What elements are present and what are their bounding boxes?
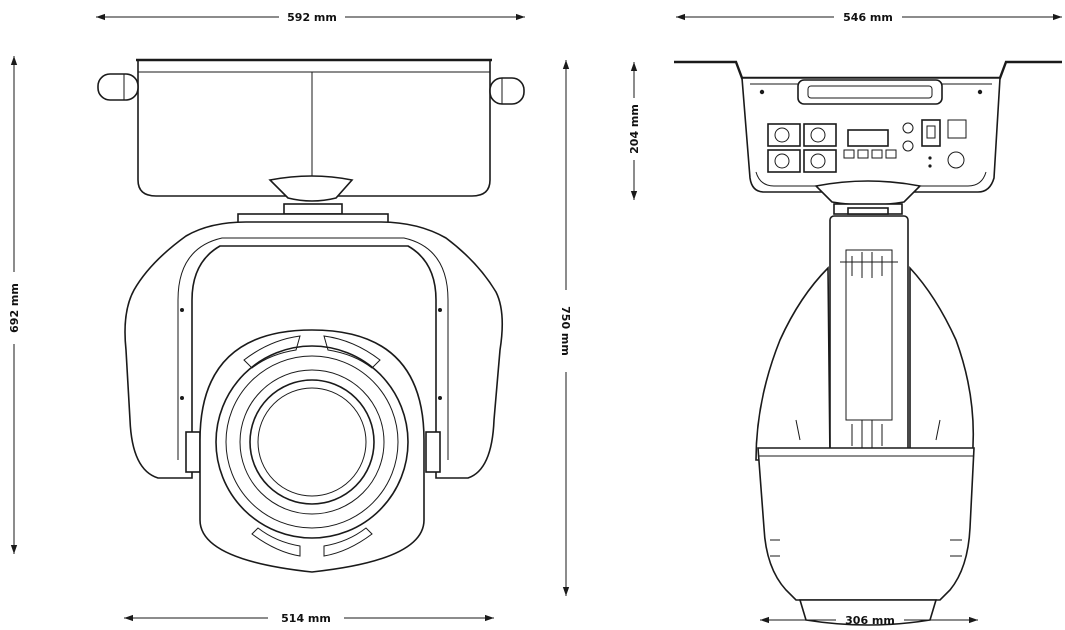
front-base-box: [97, 58, 525, 227]
dimension-front-top-width: 592 mm: [96, 11, 525, 24]
dim-label: 546 mm: [843, 11, 893, 24]
dim-label: 204 mm: [628, 104, 641, 154]
dimension-front-total-height: 750 mm: [559, 60, 572, 596]
front-yoke: [124, 221, 504, 479]
side-base-housing: [741, 77, 1001, 215]
side-view: [674, 60, 1062, 626]
dim-label: 514 mm: [281, 612, 331, 625]
dimension-front-bottom-width: 514 mm: [124, 612, 494, 625]
front-view: [97, 58, 525, 573]
side-arm: [829, 215, 909, 461]
side-mounting-plate: [674, 60, 1062, 80]
dimension-side-base-height: 204 mm: [628, 62, 641, 200]
dim-label: 692 mm: [8, 283, 21, 333]
dim-label: 750 mm: [559, 306, 572, 356]
dimension-side-bottom-width: 306 mm: [760, 614, 978, 627]
dim-label: 592 mm: [287, 11, 337, 24]
dimension-front-left-height: 692 mm: [8, 56, 21, 554]
front-head-lens: [199, 329, 425, 573]
side-head-body: [755, 265, 975, 626]
dimension-side-top-width: 546 mm: [676, 11, 1062, 24]
dim-label: 306 mm: [845, 614, 895, 627]
